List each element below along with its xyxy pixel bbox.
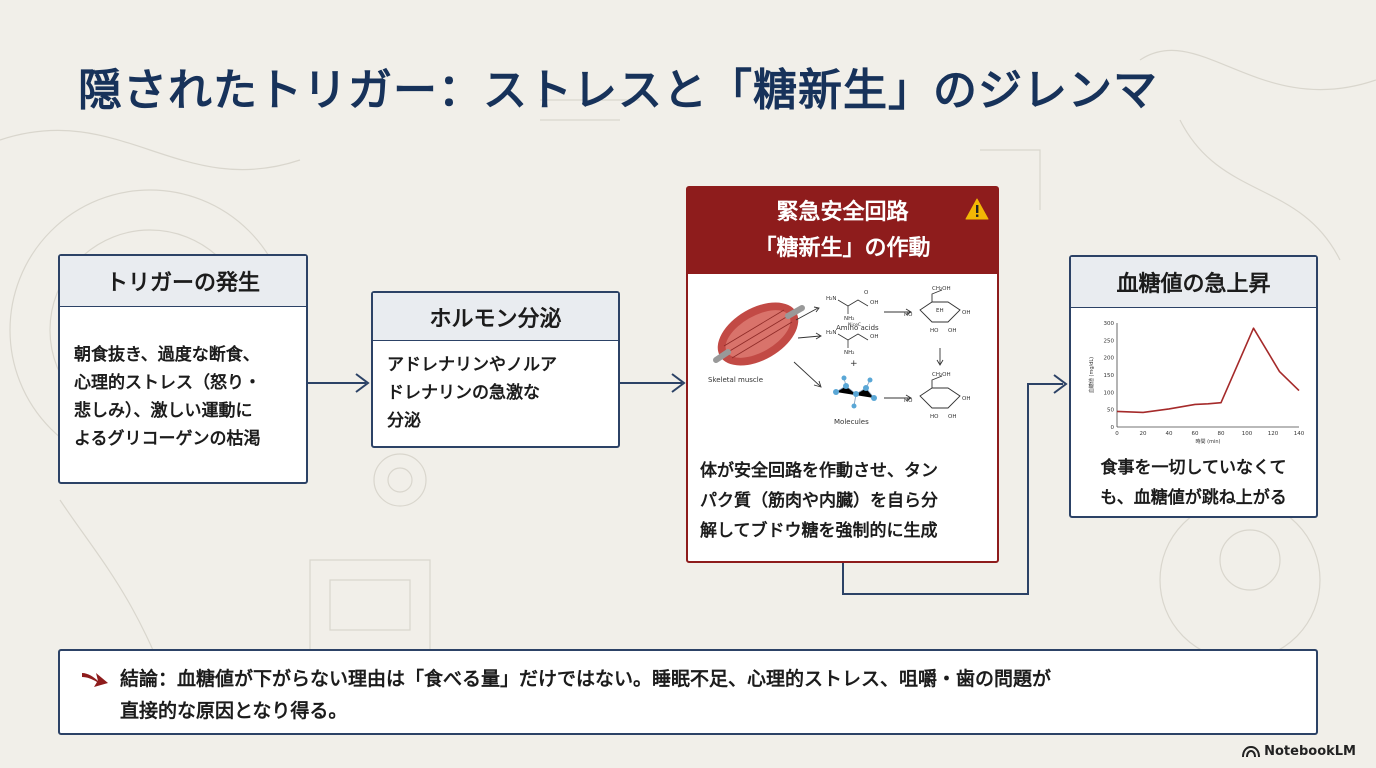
molecule-cluster bbox=[833, 375, 877, 409]
hormone-text: アドレナリンやノルア ドレナリンの急激な 分泌 bbox=[387, 355, 557, 431]
emergency-heading-line1: 緊急安全回路 bbox=[776, 200, 909, 225]
amino-acids-label: Amino acids bbox=[836, 324, 879, 332]
svg-text:EH: EH bbox=[936, 308, 944, 314]
trigger-card: トリガーの発生 朝食抜き、過度な断食、 心理的ストレス（怒り・ 悲しみ）、激しい… bbox=[58, 254, 308, 484]
svg-text:NiceC: NiceC bbox=[848, 322, 861, 328]
svg-text:OH: OH bbox=[948, 328, 956, 334]
curved-arrow-icon bbox=[82, 673, 108, 687]
x-tick-label: 120 bbox=[1268, 431, 1279, 437]
brand-text: NotebookLM bbox=[1264, 744, 1356, 759]
conclusion-box: 結論：血糖値が下がらない理由は「食べる量」だけではない。睡眠不足、心理的ストレス… bbox=[58, 649, 1318, 735]
y-tick-label: 300 bbox=[1104, 321, 1115, 327]
svg-text:H₂N: H₂N bbox=[826, 330, 836, 336]
svg-text:OH: OH bbox=[962, 396, 970, 402]
plus-sign: + bbox=[850, 359, 858, 369]
notebooklm-brand: NotebookLM bbox=[1242, 744, 1356, 759]
svg-text:NH₂: NH₂ bbox=[844, 316, 854, 322]
emergency-heading: 緊急安全回路 「糖新生」の作動 bbox=[688, 188, 997, 274]
trigger-text: 朝食抜き、過度な断食、 心理的ストレス（怒り・ 悲しみ）、激しい運動に よるグリ… bbox=[74, 345, 261, 449]
page-title: 隠されたトリガー：ストレスと「糖新生」のジレンマ bbox=[78, 65, 1158, 116]
x-tick-label: 20 bbox=[1140, 431, 1147, 437]
svg-text:OH: OH bbox=[962, 310, 970, 316]
svg-text:OH: OH bbox=[870, 334, 878, 340]
molecules-label: Molecules bbox=[834, 418, 869, 426]
x-tick-label: 100 bbox=[1242, 431, 1253, 437]
y-axis-label: 血糖値 (mg/dL) bbox=[1088, 357, 1095, 393]
glucose-structures bbox=[919, 289, 961, 409]
conclusion-line2: 直接的な原因となり得る。 bbox=[120, 700, 348, 722]
y-tick-label: 250 bbox=[1104, 338, 1115, 344]
y-tick-label: 200 bbox=[1104, 356, 1115, 362]
hormone-heading: ホルモン分泌 bbox=[373, 293, 618, 341]
bloodsugar-heading: 血糖値の急上昇 bbox=[1071, 257, 1316, 308]
svg-text:O: O bbox=[864, 290, 869, 296]
y-tick-label: 150 bbox=[1104, 373, 1115, 379]
conclusion-line1: 結論：血糖値が下がらない理由は「食べる量」だけではない。睡眠不足、心理的ストレス… bbox=[120, 668, 1052, 690]
skeletal-muscle-illustration bbox=[713, 302, 805, 366]
svg-text:HO: HO bbox=[930, 328, 939, 334]
warning-icon bbox=[965, 198, 989, 220]
bloodsugar-text: 食事を一切していなくて も、血糖値が跳ね上がる bbox=[1100, 458, 1287, 508]
x-tick-label: 60 bbox=[1192, 431, 1199, 437]
bloodsugar-card: 血糖値の急上昇 0 50 100 150 200 250 300 0 20 40 60 80 100 12… bbox=[1069, 255, 1318, 518]
svg-text:CH₂OH: CH₂OH bbox=[932, 372, 951, 378]
svg-text:HO: HO bbox=[904, 312, 913, 318]
svg-text:OH: OH bbox=[870, 300, 878, 306]
blood-sugar-chart: 0 50 100 150 200 250 300 0 20 40 60 80 100 120 140 時間 (… bbox=[1088, 321, 1305, 445]
svg-text:HO: HO bbox=[904, 398, 913, 404]
blood-sugar-line bbox=[1116, 327, 1300, 414]
svg-text:HO: HO bbox=[930, 414, 939, 420]
svg-text:CH₂OH: CH₂OH bbox=[932, 286, 951, 292]
hormone-card: ホルモン分泌 アドレナリンやノルア ドレナリンの急激な 分泌 bbox=[371, 291, 620, 448]
notebooklm-logo-icon bbox=[1242, 745, 1261, 757]
x-axis-label: 時間 (min) bbox=[1196, 439, 1221, 445]
svg-text:OH: OH bbox=[948, 414, 956, 420]
svg-text:H₂N: H₂N bbox=[826, 296, 836, 302]
y-tick-label: 50 bbox=[1107, 408, 1114, 414]
x-tick-label: 140 bbox=[1294, 431, 1305, 437]
x-tick-label: 40 bbox=[1166, 431, 1173, 437]
x-tick-label: 80 bbox=[1218, 431, 1225, 437]
x-tick-label: 0 bbox=[1115, 431, 1119, 437]
skeletal-muscle-label: Skeletal muscle bbox=[708, 376, 763, 384]
svg-text:NH₂: NH₂ bbox=[844, 350, 854, 356]
emergency-card: 緊急安全回路 「糖新生」の作動 Skeletal muscle bbox=[686, 186, 999, 563]
emergency-text: 体が安全回路を作動させ、タン パク質（筋肉や内臓）を自ら分 解してブドウ糖を強制… bbox=[700, 461, 938, 541]
y-tick-label: 0 bbox=[1111, 425, 1115, 431]
trigger-heading: トリガーの発生 bbox=[60, 256, 306, 307]
y-tick-label: 100 bbox=[1104, 390, 1115, 396]
emergency-heading-line2: 「糖新生」の作動 bbox=[754, 236, 931, 261]
